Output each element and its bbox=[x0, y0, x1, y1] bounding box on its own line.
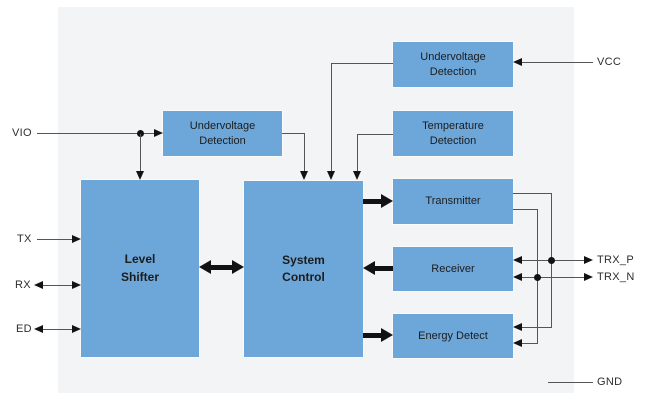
pin-label-ed: ED bbox=[16, 323, 32, 335]
trx-n-receiver-arrowhead-icon bbox=[513, 273, 522, 281]
wire-uvd-vcc-out bbox=[331, 63, 393, 64]
wire-energy-detect-in-p bbox=[522, 327, 552, 328]
trx-n-pin-arrowhead-icon bbox=[584, 273, 593, 281]
system-to-energy-detect-arrowhead-icon bbox=[381, 328, 393, 342]
energy-detect-in-n-arrowhead-icon bbox=[513, 339, 522, 347]
wire-tx bbox=[37, 239, 72, 240]
ed-in-arrowhead-icon bbox=[72, 325, 81, 333]
wire-vio bbox=[37, 133, 155, 134]
wire-temp-out bbox=[357, 134, 393, 135]
block-undervoltage-detection-vio: Undervoltage Detection bbox=[163, 111, 282, 156]
rx-in-arrowhead-icon bbox=[72, 281, 81, 289]
block-transmitter: Transmitter bbox=[393, 179, 513, 224]
wire-trx-n bbox=[522, 277, 584, 278]
block-label: Energy Detect bbox=[418, 329, 488, 342]
trx-p-junction-dot bbox=[548, 257, 555, 264]
uvd-vio-arrowhead-icon bbox=[300, 171, 308, 180]
system-to-transmitter-arrow bbox=[363, 199, 382, 204]
tx-arrowhead-icon bbox=[72, 235, 81, 243]
wire-rx bbox=[43, 285, 72, 286]
pin-label-vcc: VCC bbox=[597, 56, 622, 68]
block-temperature-detection: Temperature Detection bbox=[393, 111, 513, 156]
block-label: System Control bbox=[282, 252, 325, 284]
wire-uvd-vio-out bbox=[282, 133, 304, 134]
block-label: Undervoltage Detection bbox=[189, 119, 256, 147]
trx-p-pin-arrowhead-icon bbox=[584, 256, 593, 264]
vcc-arrowhead-icon bbox=[513, 58, 522, 66]
levelshifter-system-arrow bbox=[211, 265, 233, 270]
pin-label-trx-p: TRX_P bbox=[597, 254, 634, 266]
vio-junction-dot bbox=[137, 130, 144, 137]
receiver-to-system-arrow bbox=[375, 266, 393, 271]
vio-branch-arrowhead-icon bbox=[136, 171, 144, 180]
block-receiver: Receiver bbox=[393, 247, 513, 291]
pin-label-tx: TX bbox=[17, 233, 32, 245]
vio-arrowhead-icon bbox=[154, 129, 163, 137]
pin-label-rx: RX bbox=[15, 279, 31, 291]
temp-arrowhead-icon bbox=[353, 171, 361, 180]
wire-ed bbox=[43, 329, 72, 330]
block-label: Level Shifter bbox=[120, 252, 159, 284]
wire-uvd-vcc-down bbox=[331, 63, 332, 171]
wire-temp-down bbox=[357, 134, 358, 171]
wire-vcc bbox=[522, 62, 593, 63]
block-level-shifter: Level Shifter bbox=[81, 180, 199, 357]
wire-gnd bbox=[548, 382, 593, 383]
wire-transmitter-out-p bbox=[513, 193, 551, 194]
block-label: Receiver bbox=[431, 262, 475, 275]
pin-label-gnd: GND bbox=[597, 376, 623, 388]
trx-n-junction-dot bbox=[534, 274, 541, 281]
energy-detect-in-p-arrowhead-icon bbox=[513, 323, 522, 331]
block-energy-detect: Energy Detect bbox=[393, 314, 513, 358]
system-to-transmitter-arrowhead-icon bbox=[381, 194, 393, 208]
rx-out-arrowhead-icon bbox=[34, 281, 43, 289]
ed-out-arrowhead-icon bbox=[34, 325, 43, 333]
wire-energy-detect-in-n bbox=[522, 343, 538, 344]
block-label: Undervoltage Detection bbox=[420, 50, 486, 78]
levelshifter-system-right-arrowhead-icon bbox=[232, 260, 244, 274]
block-label: Transmitter bbox=[425, 195, 481, 208]
system-to-energy-detect-arrow bbox=[363, 333, 382, 338]
wire-transmitter-out-n bbox=[513, 209, 537, 210]
receiver-to-system-arrowhead-icon bbox=[363, 261, 375, 275]
block-label: Temperature Detection bbox=[422, 119, 484, 147]
block-system-control: System Control bbox=[244, 181, 363, 357]
block-undervoltage-detection-vcc: Undervoltage Detection bbox=[393, 42, 513, 87]
pin-label-vio: VIO bbox=[12, 127, 32, 139]
uvd-vcc-arrowhead-icon bbox=[327, 171, 335, 180]
trx-p-receiver-arrowhead-icon bbox=[513, 256, 522, 264]
levelshifter-system-left-arrowhead-icon bbox=[199, 260, 211, 274]
wire-vio-branch bbox=[140, 134, 141, 172]
wire-uvd-vio-down bbox=[304, 133, 305, 171]
pin-label-trx-n: TRX_N bbox=[597, 271, 635, 283]
